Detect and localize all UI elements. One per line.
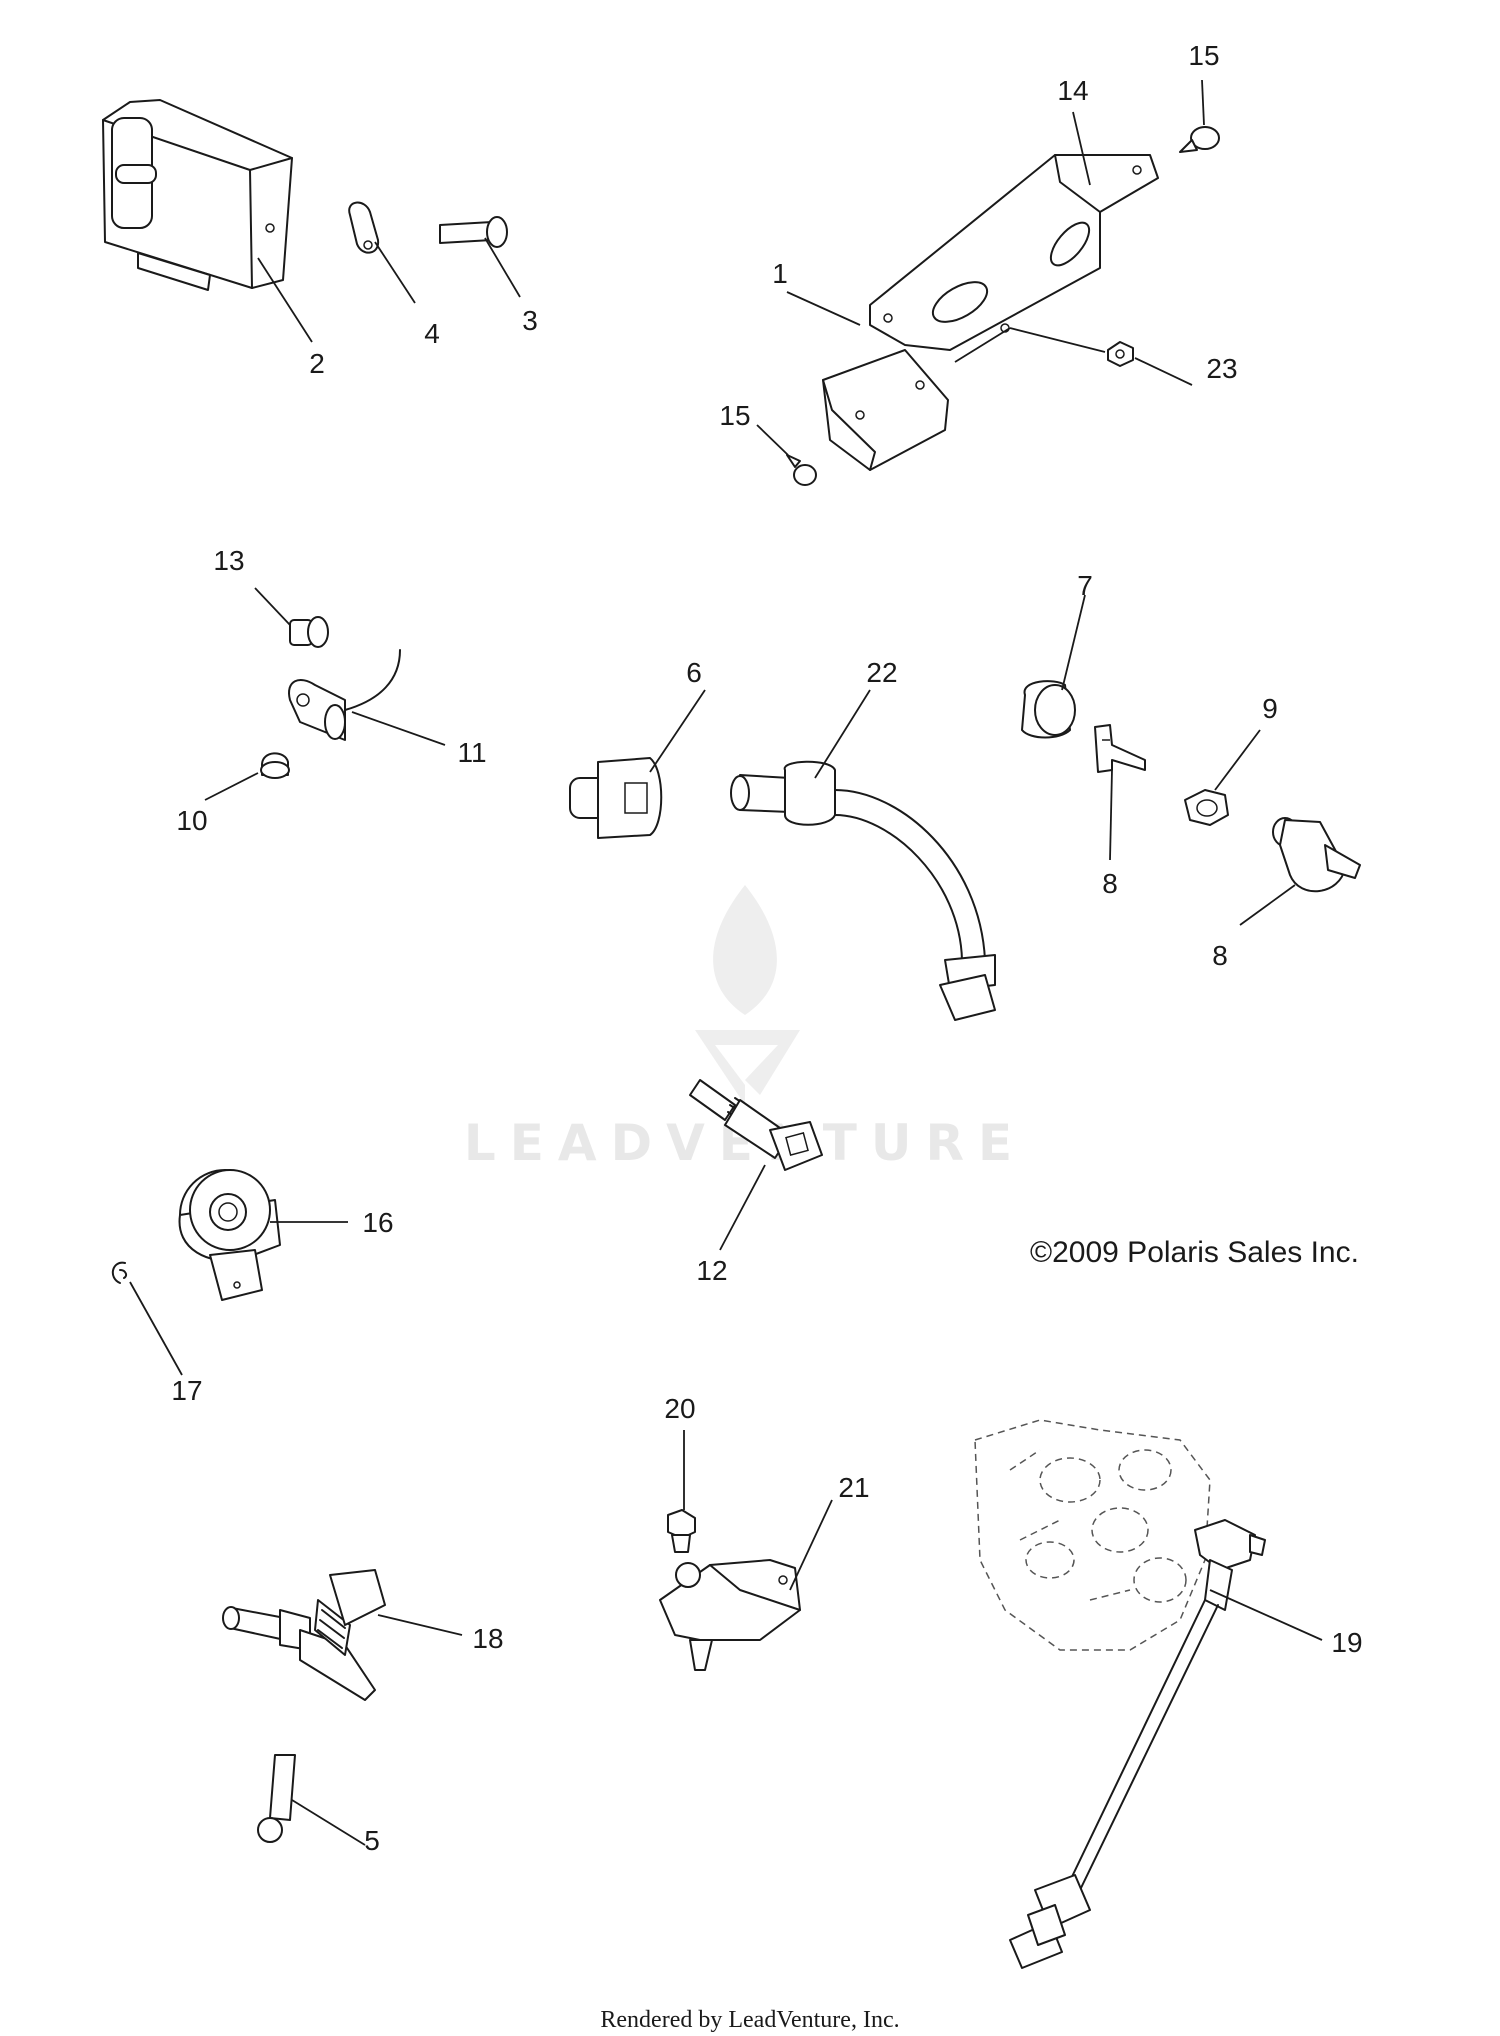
callout-18: 18 <box>472 1623 503 1654</box>
part-6-connector <box>569 757 663 839</box>
part-12-temp-sensor <box>689 1079 823 1171</box>
callout-22: 22 <box>866 657 897 688</box>
callout-5: 5 <box>364 1825 380 1856</box>
part-20-bolt <box>667 1509 696 1553</box>
part-15-screw-lower <box>786 454 817 486</box>
part-10-plug <box>260 752 290 779</box>
part-8-tab <box>1094 724 1146 773</box>
callout-16: 16 <box>362 1207 393 1238</box>
callout-11: 11 <box>457 737 486 768</box>
callout-6: 6 <box>686 657 702 688</box>
part-23-nut <box>1107 341 1134 367</box>
callout-10: 10 <box>176 805 207 836</box>
part-17-clip <box>111 1261 128 1284</box>
part-9-nut <box>1184 789 1229 826</box>
callout-8-switch: 8 <box>1212 940 1228 971</box>
callout-15-lower: 15 <box>719 400 750 431</box>
part-3-bolt <box>439 216 508 248</box>
callout-13: 13 <box>213 545 244 576</box>
footer-credit: Rendered by LeadVenture, Inc. <box>600 2007 899 2033</box>
part-19-throttle-body <box>974 1419 1211 1651</box>
callout-20: 20 <box>664 1393 695 1424</box>
callout-labels: 2 4 3 14 15 1 23 15 13 11 10 6 22 7 8 9 … <box>171 40 1362 1856</box>
part-15-screw-top <box>1179 126 1220 153</box>
callout-3: 3 <box>522 305 538 336</box>
callout-4: 4 <box>424 318 440 349</box>
part-14-bracket <box>869 154 1159 351</box>
callout-15-top: 15 <box>1188 40 1219 71</box>
callout-1: 1 <box>772 258 788 289</box>
part-18-cam-sensor <box>222 1569 386 1701</box>
copyright-notice: ©2009 Polaris Sales Inc. <box>1030 1236 1359 1269</box>
callout-7: 7 <box>1077 570 1093 601</box>
callout-17: 17 <box>171 1375 202 1406</box>
callout-8-tab: 8 <box>1102 868 1118 899</box>
part-8-switch <box>1272 817 1361 893</box>
part-7-cap <box>1021 680 1076 739</box>
callout-19: 19 <box>1331 1627 1362 1658</box>
callout-21: 21 <box>838 1472 869 1503</box>
part-11-sensor <box>288 649 401 741</box>
part-2-ecu-cover <box>102 99 293 291</box>
part-1-module <box>822 349 949 471</box>
callout-12: 12 <box>696 1255 727 1286</box>
callout-2: 2 <box>309 348 325 379</box>
part-4-clamp <box>348 201 380 254</box>
callout-14: 14 <box>1057 75 1088 106</box>
part-21-map-sensor <box>659 1559 801 1671</box>
part-16-knock-sensor <box>178 1169 281 1301</box>
callout-9: 9 <box>1262 693 1278 724</box>
part-13-bolt <box>289 616 329 648</box>
part-5-bolt <box>257 1754 296 1843</box>
part-22-hose <box>730 760 996 1021</box>
callout-23: 23 <box>1206 353 1237 384</box>
leader-lines <box>129 79 1323 1846</box>
